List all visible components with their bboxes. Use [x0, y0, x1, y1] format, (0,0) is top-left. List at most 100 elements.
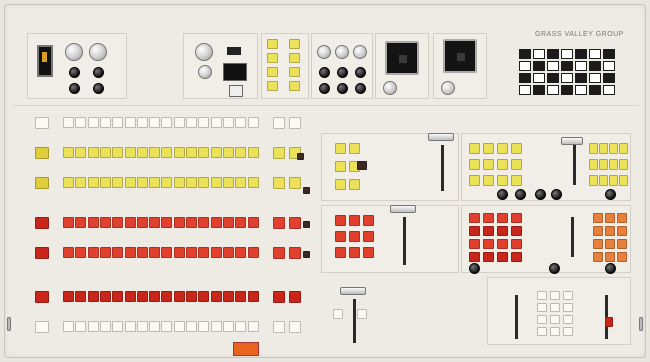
wipe-pattern-button[interactable] — [547, 49, 559, 59]
program-bus-button[interactable] — [75, 117, 87, 128]
keyer-button[interactable] — [599, 175, 608, 186]
effects-b-bus-button[interactable] — [161, 247, 173, 258]
effects-a-bus-button[interactable] — [63, 217, 74, 228]
keyer-button[interactable] — [483, 239, 494, 249]
key-bus-button[interactable] — [124, 177, 136, 188]
keyer-button[interactable] — [593, 252, 603, 262]
control-button[interactable] — [537, 315, 547, 324]
program-bus-button[interactable] — [99, 117, 111, 128]
aux-bus-button[interactable] — [75, 291, 87, 302]
adjust-knob[interactable] — [337, 83, 348, 94]
program-bus-button[interactable] — [210, 117, 222, 128]
key-bus-button[interactable] — [63, 177, 74, 188]
effects-a-bus-button[interactable] — [273, 217, 285, 229]
key-bus-select[interactable] — [35, 177, 49, 189]
keyer-button[interactable] — [497, 143, 508, 154]
effects-b-bus-button[interactable] — [247, 247, 259, 258]
control-button[interactable] — [550, 327, 560, 336]
effects-a-bus-button[interactable] — [75, 217, 87, 228]
adjust-knob[interactable] — [93, 67, 104, 78]
mix-select-button[interactable] — [335, 179, 346, 190]
adjust-knob[interactable] — [337, 67, 348, 78]
aux-bus-button[interactable] — [210, 291, 222, 302]
keyer-button[interactable] — [469, 252, 480, 262]
keyer-knob[interactable] — [535, 189, 546, 200]
program-bus-button[interactable] — [63, 117, 74, 128]
aux-bus-button[interactable] — [63, 291, 74, 302]
key-bus-button[interactable] — [112, 177, 124, 188]
level-knob[interactable] — [89, 43, 107, 61]
aux-bus-button[interactable] — [235, 291, 247, 302]
wipe-pattern-button[interactable] — [547, 85, 559, 95]
trim-knob[interactable] — [198, 65, 212, 79]
keyer-button[interactable] — [483, 175, 494, 186]
preset-bus-button[interactable] — [63, 147, 74, 158]
mix-select-button[interactable] — [335, 161, 346, 172]
preview-bus-button[interactable] — [124, 321, 136, 332]
keyer-button[interactable] — [497, 226, 508, 236]
program-bus-button[interactable] — [235, 117, 247, 128]
control-button[interactable] — [537, 291, 547, 300]
program-bus-button[interactable] — [186, 117, 197, 128]
effects-a-bus-button[interactable] — [198, 217, 210, 228]
indicator-button[interactable] — [333, 309, 343, 319]
wipe-pattern-button[interactable] — [589, 49, 601, 59]
mix-select-button[interactable] — [335, 247, 346, 258]
keyer-button[interactable] — [497, 175, 508, 186]
effects-b-bus-button[interactable] — [173, 247, 185, 258]
control-button[interactable] — [537, 327, 547, 336]
aux-bus-button[interactable] — [99, 291, 111, 302]
wipe-pattern-button[interactable] — [561, 49, 573, 59]
program-bus-button[interactable] — [161, 117, 173, 128]
mix-select-button[interactable] — [349, 179, 360, 190]
program-bus-button[interactable] — [273, 117, 285, 129]
program-bus-select[interactable] — [35, 117, 49, 129]
mix-select-button[interactable] — [349, 143, 360, 154]
square-button[interactable] — [229, 85, 243, 97]
key-bus-button[interactable] — [273, 177, 285, 189]
wipe-pattern-button[interactable] — [561, 85, 573, 95]
wipe-pattern-button[interactable] — [561, 61, 573, 71]
control-button[interactable] — [563, 303, 573, 312]
effects-a-bus-button[interactable] — [99, 217, 111, 228]
keyer-button[interactable] — [469, 143, 480, 154]
effects-b-bus-button[interactable] — [124, 247, 136, 258]
keyer-button[interactable] — [617, 239, 627, 249]
select-button[interactable] — [267, 67, 278, 77]
keyer-button[interactable] — [589, 143, 598, 154]
preview-bus-button[interactable] — [289, 321, 301, 333]
effects-a-bus-button[interactable] — [186, 217, 197, 228]
level-knob[interactable] — [353, 45, 367, 59]
control-button[interactable] — [550, 291, 560, 300]
keyer-button[interactable] — [511, 175, 522, 186]
wipe-pattern-button[interactable] — [533, 49, 545, 59]
keyer-button[interactable] — [483, 213, 494, 223]
keyer-button[interactable] — [617, 226, 627, 236]
preset-bus-button[interactable] — [222, 147, 234, 158]
preset-bus-button[interactable] — [173, 147, 185, 158]
effects-a-bus-select[interactable] — [35, 217, 49, 229]
program-bus-button[interactable] — [289, 117, 301, 129]
keyer-button[interactable] — [469, 239, 480, 249]
effects-b-bus-button[interactable] — [75, 247, 87, 258]
indicator-button[interactable] — [303, 187, 310, 194]
wipe-pattern-button[interactable] — [575, 61, 587, 71]
effects-a-bus-button[interactable] — [289, 217, 301, 229]
keyer-knob[interactable] — [515, 189, 526, 200]
keyer-button[interactable] — [599, 159, 608, 170]
effects-a-bus-button[interactable] — [222, 217, 234, 228]
wipe-pattern-button[interactable] — [519, 73, 531, 83]
effects-a-bus-button[interactable] — [87, 217, 99, 228]
level-knob[interactable] — [195, 43, 213, 61]
key-bus-button[interactable] — [289, 177, 301, 189]
mix-select-button[interactable] — [349, 215, 360, 226]
keyer-button[interactable] — [593, 213, 603, 223]
keyer-button[interactable] — [619, 159, 628, 170]
key-bus-button[interactable] — [235, 177, 247, 188]
keyer-button[interactable] — [593, 239, 603, 249]
keyer-button[interactable] — [605, 226, 615, 236]
adjust-knob[interactable] — [69, 67, 80, 78]
effects-a-bus-button[interactable] — [210, 217, 222, 228]
key-bus-button[interactable] — [99, 177, 111, 188]
key-bus-button[interactable] — [247, 177, 259, 188]
